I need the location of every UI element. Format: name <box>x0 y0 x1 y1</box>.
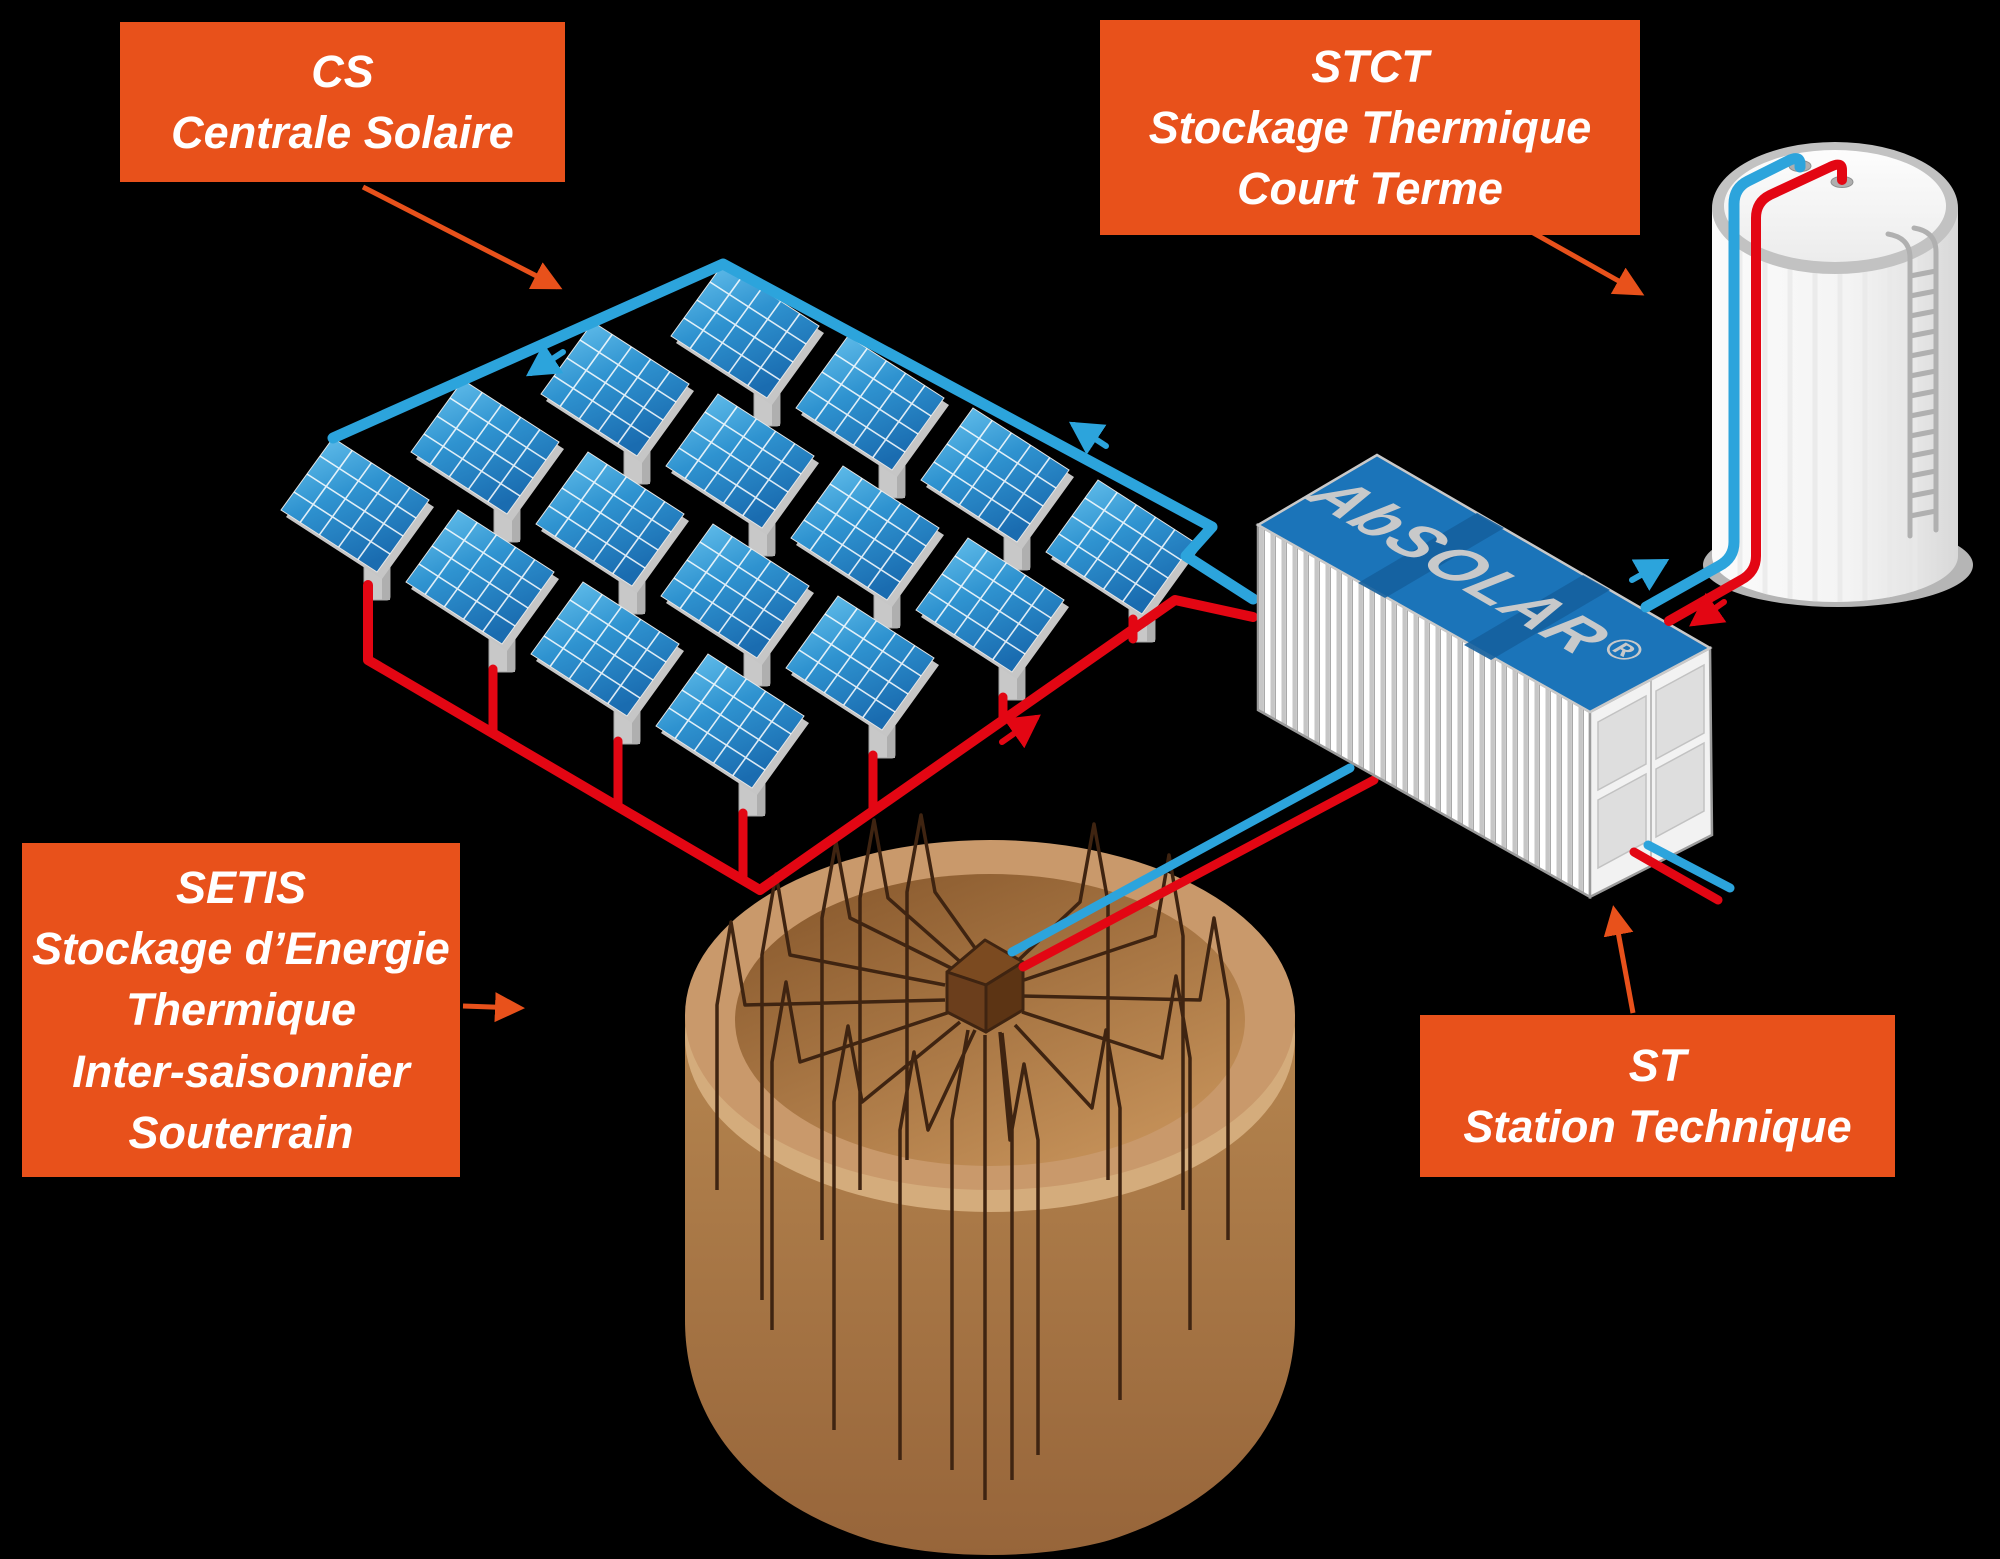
label-line: Inter-saisonnier <box>72 1045 410 1097</box>
label-line: Stockage Thermique <box>1148 101 1592 153</box>
tank-ladder <box>1885 225 1939 539</box>
st-callout-arrow <box>1603 905 1636 1014</box>
label-line: Station Technique <box>1463 1101 1852 1152</box>
callout-arrows <box>361 184 1645 1023</box>
solar-field <box>280 263 1200 817</box>
cold-network-stub <box>1643 840 1735 893</box>
cold-flow-arrow <box>1629 559 1670 591</box>
solar-panel <box>785 595 940 759</box>
container-doors <box>1597 663 1705 870</box>
storage-tank <box>1640 142 1973 626</box>
hot-flow-arrow <box>999 714 1041 749</box>
underground-storage <box>685 813 1295 1555</box>
label-centrale-solaire: CS Centrale Solaire <box>120 22 565 182</box>
hot-pipe-to-borehole <box>1018 775 1379 972</box>
label-line: Court Terme <box>1237 163 1503 215</box>
cold-flow-arrow <box>525 343 566 377</box>
stct-callout-arrow <box>1526 227 1645 296</box>
hot-pipe-to-tank <box>1664 159 1847 626</box>
label-line: ST <box>1628 1039 1687 1091</box>
hot-collector-stubs <box>488 614 1138 885</box>
roof-stripe <box>1464 575 1610 660</box>
roof-stripe <box>1358 513 1504 598</box>
label-line: Stockage d’Energie <box>32 923 450 975</box>
hot-collector-pipe <box>363 580 1258 895</box>
tank-ribs <box>1737 208 1918 602</box>
hot-network-stub <box>1629 847 1723 905</box>
cold-collector-pipe <box>327 258 1259 605</box>
label-station-technique: ST Station Technique <box>1420 1015 1895 1177</box>
label-line: SETIS <box>175 862 307 914</box>
cold-pipe-to-tank <box>1640 153 1806 613</box>
container-roof <box>1255 453 1713 714</box>
cold-pipe-to-borehole <box>1007 763 1355 957</box>
collector-pipes <box>327 258 1379 972</box>
label-line: Thermique <box>125 984 357 1036</box>
label-line: Souterrain <box>128 1106 354 1158</box>
solar-panel <box>915 537 1070 701</box>
label-stockage-court-terme: STCT Stockage Thermique Court Terme <box>1100 20 1640 235</box>
flow-arrows <box>525 343 1727 749</box>
solar-panel <box>655 653 810 817</box>
tank-body <box>1712 208 1958 602</box>
hot-flow-arrow <box>1689 592 1727 627</box>
network-pipes <box>1629 840 1735 905</box>
setis-callout-arrow <box>462 992 525 1023</box>
label-line: STCT <box>1311 40 1429 92</box>
cs-callout-arrow <box>361 184 563 290</box>
label-line: CS <box>311 45 374 97</box>
technical-station-container: AbSOLAR ® <box>1255 453 1714 900</box>
cold-flow-arrow <box>1068 421 1109 455</box>
label-stockage-inter-saisonnier: SETIS Stockage d’Energie Thermique Inter… <box>22 843 460 1177</box>
label-line: Centrale Solaire <box>171 107 514 158</box>
